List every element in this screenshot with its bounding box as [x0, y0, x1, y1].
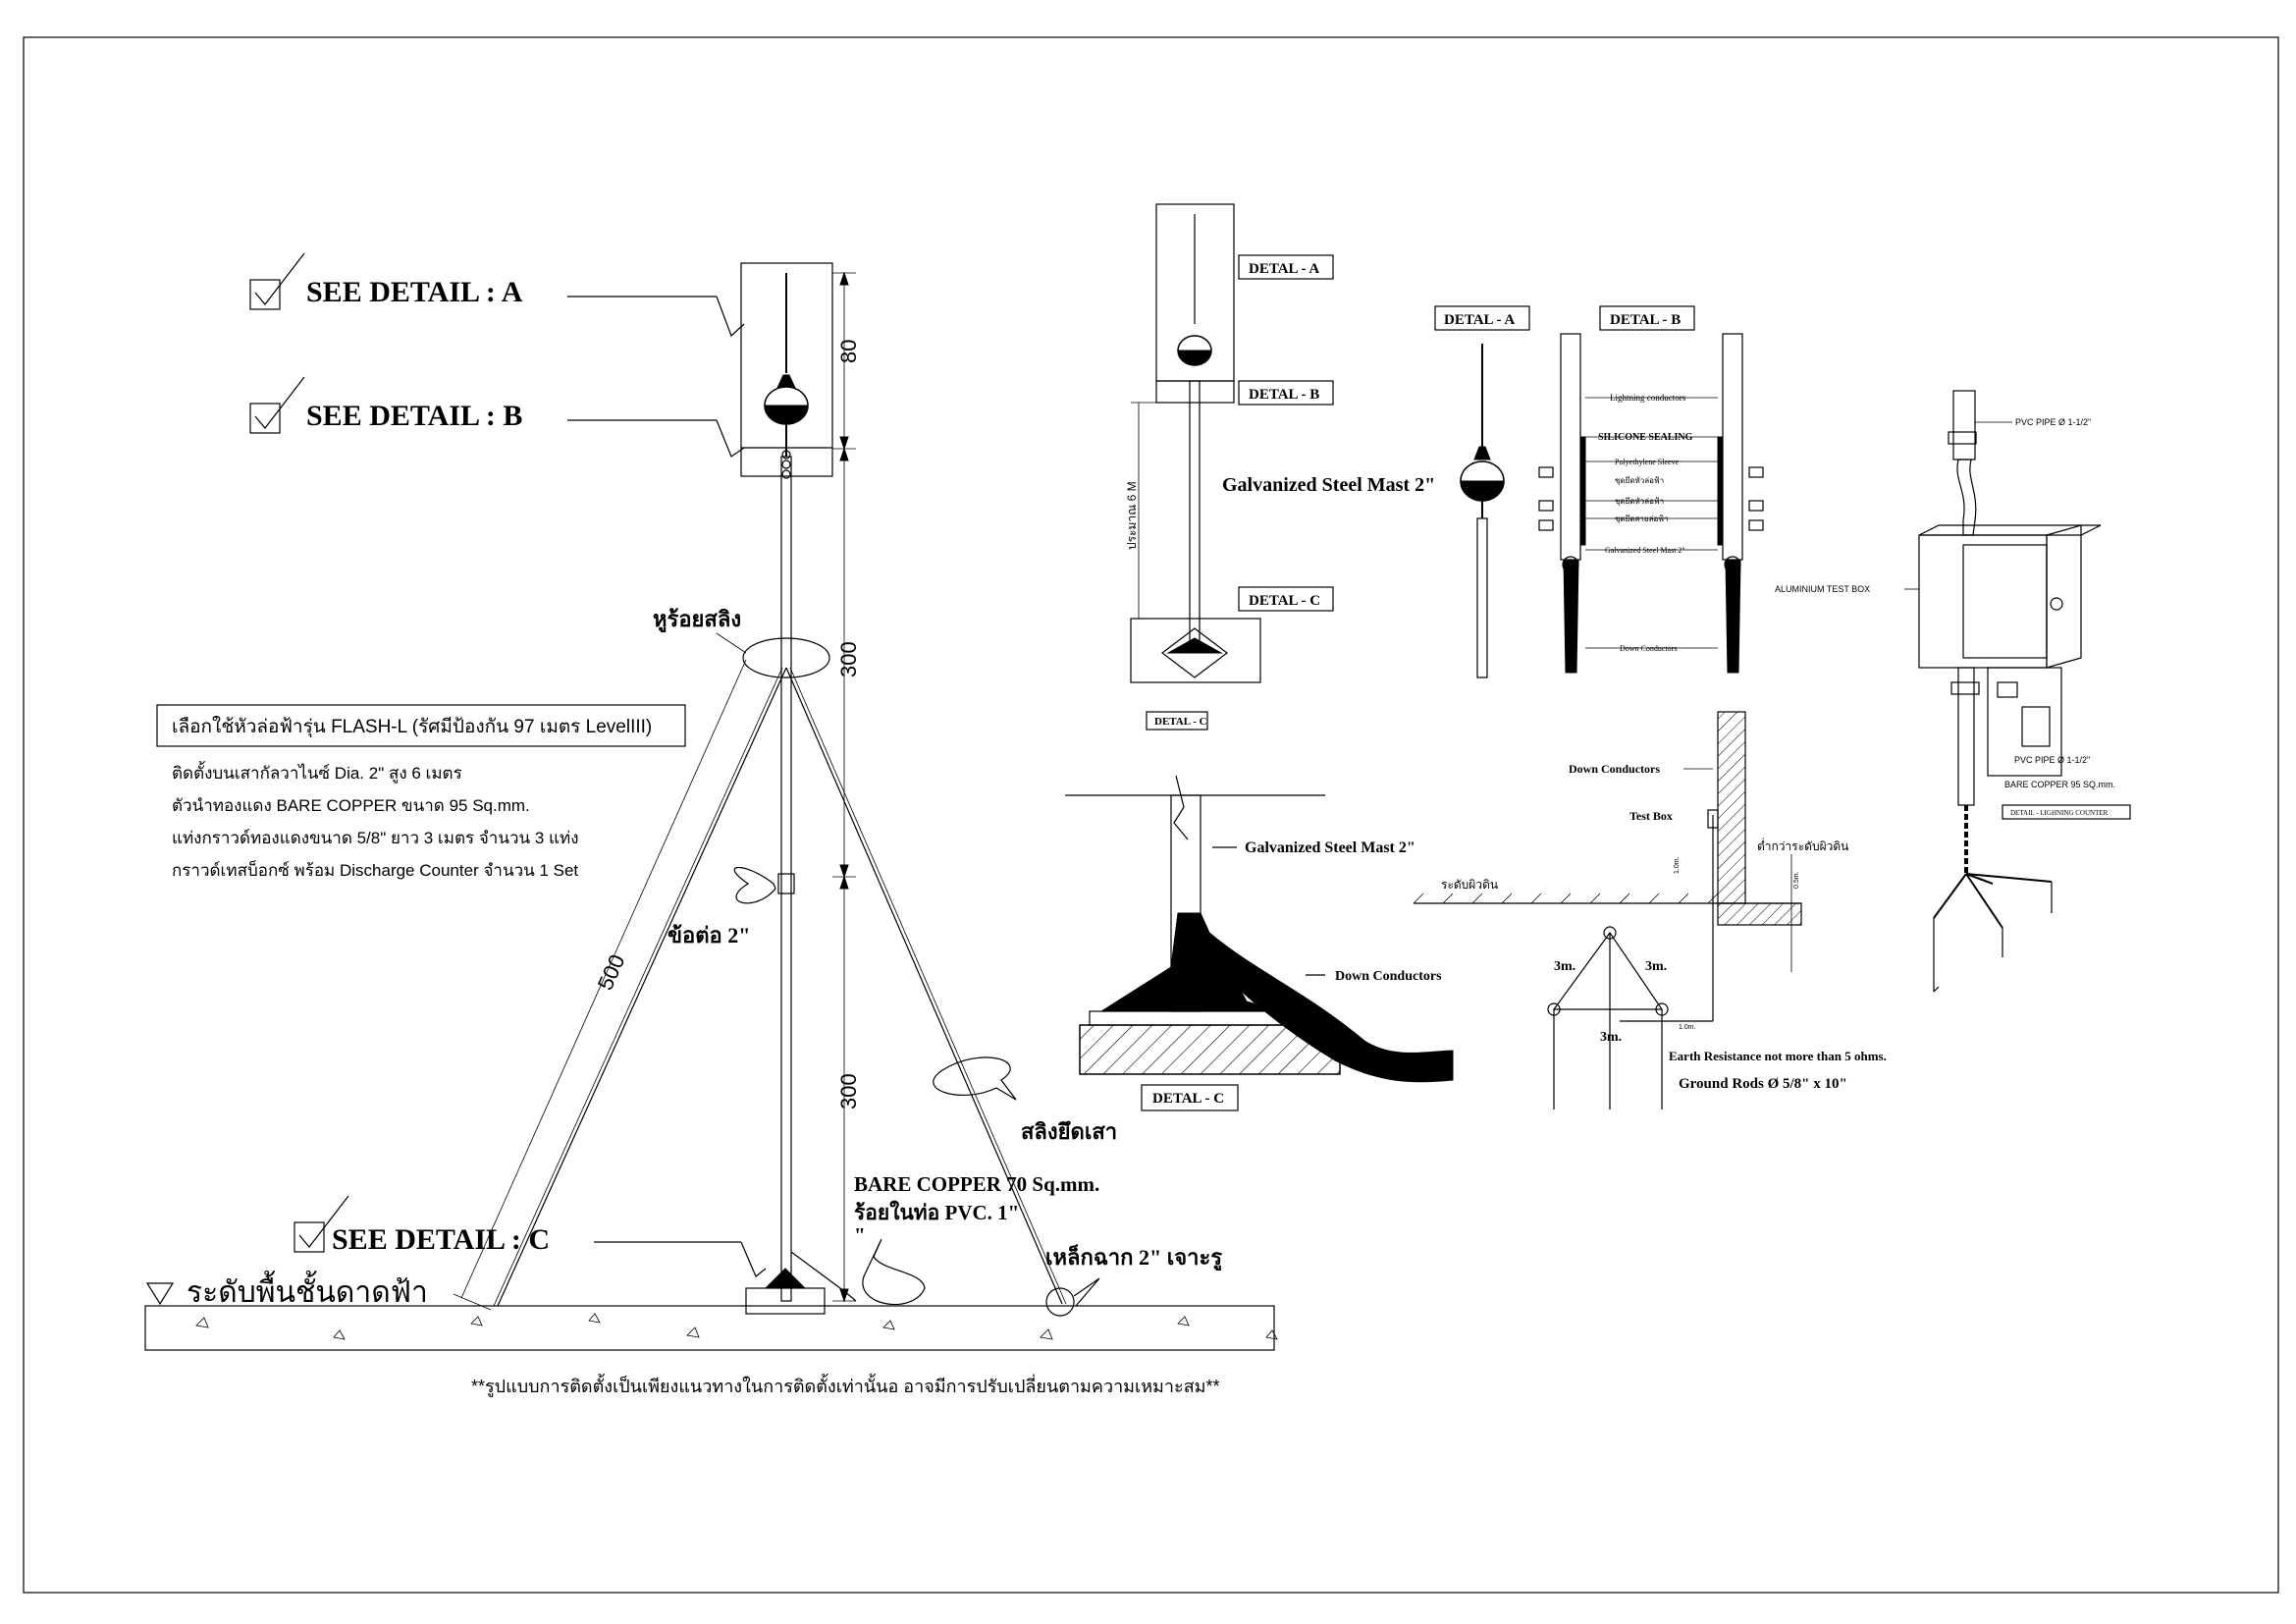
detail-c-title: DETAL - C — [1152, 1091, 1224, 1107]
mini-caption: DETAL - C — [1154, 716, 1207, 728]
callout-c[interactable]: SEE DETAIL : C — [294, 1195, 767, 1277]
detail-b-label-3: Polyethylene Sleeve — [1615, 458, 1680, 466]
ground-dim-3: 3m. — [1600, 1030, 1622, 1045]
earth-resistance: Earth Resistance not more than 5 ohms. — [1669, 1049, 1887, 1063]
guy-ring-callout — [742, 637, 830, 678]
mini-mast-label: Galvanized Steel Mast 2" — [1222, 474, 1435, 496]
guy-wire-left — [497, 667, 787, 1307]
callout-a[interactable]: SEE DETAIL : A — [249, 252, 745, 338]
coupling-bubble — [733, 867, 776, 904]
callout-b[interactable]: SEE DETAIL : B — [249, 376, 745, 458]
guy-wire-right — [785, 667, 1063, 1305]
anchor-label: เหล็กฉาก 2" เจาะรู — [1045, 1243, 1222, 1272]
detail-b-label-7: Galvanized Steel Mast 2" — [1605, 546, 1685, 555]
counter-test-box: ALUMINIUM TEST BOX — [1775, 584, 1870, 594]
ground-dim-1: 3m. — [1554, 959, 1575, 974]
ground-level-right: ต่ำกว่าระดับผิวดิน — [1757, 838, 1848, 853]
counter-pvc-top: PVC PIPE Ø 1-1/2" — [2015, 417, 2091, 427]
ground-dim-2: 3m. — [1645, 959, 1667, 974]
counter-title: DETAIL - LIGHNING COUNTER — [2010, 809, 2109, 817]
copper-label-1: BARE COPPER 70 Sq.mm. — [854, 1172, 1099, 1196]
mini-tag-a: DETAL - A — [1249, 261, 1319, 277]
small-dim-2: 0.5m. — [1793, 871, 1800, 889]
guy-wire-label: สลิงยึดเสา — [1021, 1119, 1117, 1144]
ground-rods: Ground Rods Ø 5/8" x 10" — [1679, 1076, 1847, 1092]
dim-300-upper: 300 — [836, 641, 861, 677]
mini-tag-c: DETAL - C — [1249, 593, 1320, 609]
level-marker-icon — [145, 1282, 175, 1306]
guy-wire-bubble — [933, 1056, 1017, 1101]
detail-frame-ab — [740, 262, 833, 477]
main-elevation: ระดับพื้นชั้นดาดฟ้า — [144, 252, 1278, 1351]
spec-line-4: กราวด์เทสบ็อกซ์ พร้อม Discharge Counter … — [172, 859, 578, 880]
spec-box — [156, 704, 686, 747]
spec-title: เลือกใช้หัวล่อฟ้ารุ่น FLASH-L (รัศมีป้อง… — [172, 716, 652, 738]
mini-elevation: ประมาณ 6 M DETAL - A DETAL - B DETAL - C… — [1125, 203, 1435, 731]
coupling-label: ข้อต่อ 2" — [667, 923, 750, 947]
grounding-detail: Down Conductors Test Box ระดับผิวดิน ต่ำ… — [1413, 711, 1887, 1110]
counter-pvc-bottom: PVC PIPE Ø 1-1/2" — [2014, 755, 2090, 765]
ground-down-conductors: Down Conductors — [1569, 762, 1660, 776]
copper-label-3: " — [854, 1223, 866, 1247]
spec-line-3: แท่งกราวด์ทองแดงขนาด 5/8" ยาว 3 เมตร จำน… — [172, 829, 579, 847]
detail-b-title: DETAL - B — [1610, 312, 1681, 328]
dim-300-lower: 300 — [836, 1073, 861, 1110]
callout-a-label: SEE DETAIL : A — [306, 276, 523, 308]
detail-b: DETAL - B Lightning conductors SILICONE … — [1538, 305, 1764, 674]
ground-test-box: Test Box — [1629, 809, 1673, 823]
detail-b-label-6: ชุดยึดสายล่อฟ้า — [1615, 514, 1668, 523]
roof-slab — [144, 1305, 1275, 1351]
detail-b-label-4: ชุดยึดหัวล่อฟ้า — [1615, 476, 1664, 485]
detail-a-title: DETAL - A — [1444, 312, 1515, 328]
detail-b-label-8: Down Conductors — [1620, 644, 1677, 653]
mini-tag-b: DETAL - B — [1249, 387, 1319, 403]
dim-500: 500 — [593, 950, 630, 994]
ground-level-left: ระดับผิวดิน — [1441, 878, 1498, 892]
detail-b-label-1: Lightning conductors — [1610, 393, 1686, 403]
detail-b-label-5: ชุดยึดหัวล่อฟ้า — [1615, 497, 1664, 506]
counter-detail: PVC PIPE Ø 1-1/2" ALUMINIUM TEST BOX PVC… — [1775, 390, 2131, 993]
counter-copper: BARE COPPER 95 SQ.mm. — [2004, 780, 2115, 789]
detail-c: Galvanized Steel Mast 2" Down Conductors… — [1065, 775, 1454, 1111]
detail-c-conductor-label: Down Conductors — [1335, 969, 1442, 984]
small-dim-1: 1.0m. — [1674, 856, 1681, 874]
callout-b-label: SEE DETAIL : B — [306, 400, 522, 432]
dim-80: 80 — [836, 340, 861, 363]
detail-c-mast-label: Galvanized Steel Mast 2" — [1245, 839, 1415, 856]
footer-note: **รูปแบบการติดตั้งเป็นเพียงแนวทางในการติ… — [471, 1374, 1220, 1397]
detail-a: DETAL - A — [1434, 305, 1530, 678]
anchor-circle — [1045, 1287, 1075, 1317]
coupling — [777, 873, 795, 894]
small-dim-3: 1.0m. — [1679, 1024, 1696, 1031]
spec-line-1: ติดตั้งบนเสากัลวาไนซ์ Dia. 2" สูง 6 เมตร — [172, 761, 462, 784]
copper-bubble — [862, 1238, 926, 1306]
mast — [780, 456, 792, 1302]
roof-level-label: ระดับพื้นชั้นดาดฟ้า — [187, 1271, 428, 1309]
slab-aggregate — [195, 1313, 1278, 1340]
mini-height-label: ประมาณ 6 M — [1125, 481, 1139, 550]
guy-ring-label: หูร้อยสลิง — [653, 607, 741, 633]
spec-line-2: ตัวนำทองแดง BARE COPPER ขนาด 95 Sq.mm. — [172, 796, 530, 815]
copper-label-2: ร้อยในท่อ PVC. 1" — [854, 1200, 1019, 1224]
sheet-border — [23, 36, 2279, 1594]
callout-c-label: SEE DETAIL : C — [332, 1223, 550, 1256]
detail-b-label-2: SILICONE SEALING — [1598, 432, 1693, 443]
